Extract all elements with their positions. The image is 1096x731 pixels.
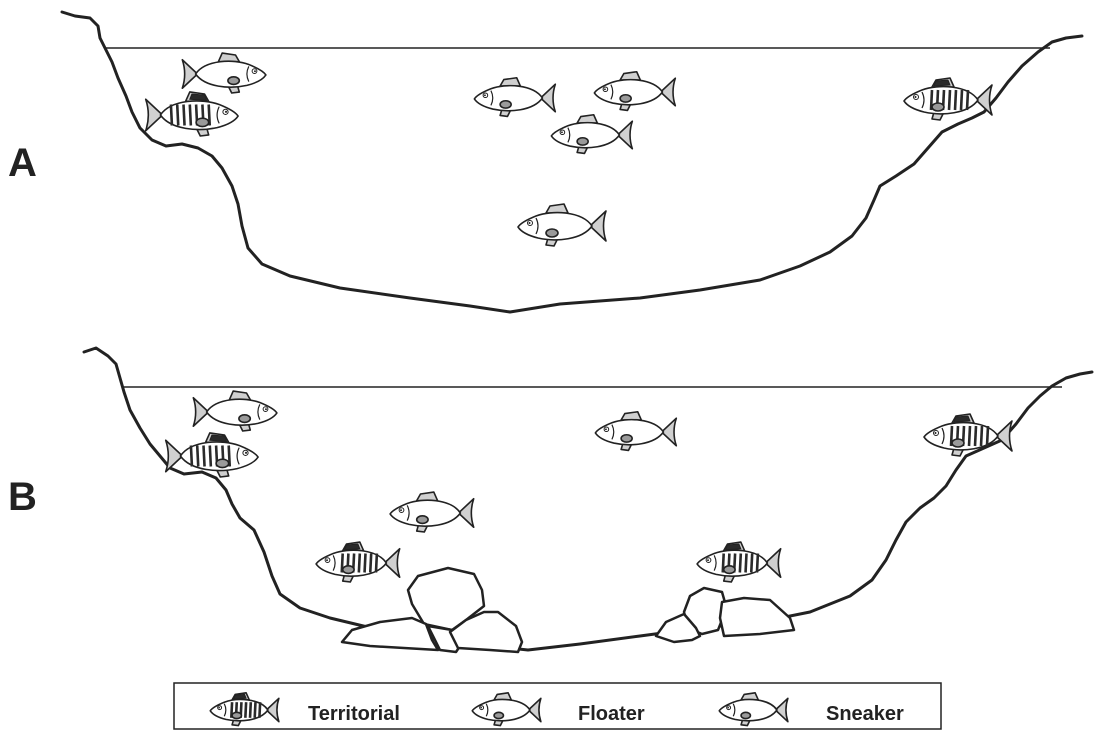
rock (718, 596, 796, 638)
panel-a: A (8, 10, 1084, 314)
sneaker-fish-icon (473, 76, 557, 118)
panel-b: B (8, 346, 1094, 654)
territorial-fish-icon (209, 692, 280, 727)
floater-fish-icon (192, 390, 278, 432)
panel-a-pond-bank (60, 10, 1084, 314)
legend-label-territorial: Territorial (308, 703, 400, 725)
panel-a-fish-group (144, 52, 993, 247)
sneaker-fish-icon (718, 692, 789, 727)
rock (448, 610, 524, 654)
panel-a-label: A (8, 141, 37, 185)
rock (406, 566, 486, 632)
legend: Territorial Floater Sneaker (173, 682, 942, 730)
rock (654, 612, 702, 644)
legend-box (173, 682, 942, 730)
panel-b-fish-group (164, 390, 1013, 583)
floater-fish-icon (471, 692, 542, 727)
territorial-fish-icon (903, 77, 993, 121)
panel-b-rocks (340, 566, 796, 654)
floater-fish-icon (181, 52, 267, 94)
territorial-fish-icon (164, 432, 259, 478)
panel-b-label: B (8, 475, 37, 519)
legend-label-floater: Floater (578, 703, 645, 725)
sneaker-fish-icon (550, 113, 634, 155)
sneaker-fish-icon (593, 70, 677, 112)
territorial-fish-icon (696, 541, 782, 583)
territorial-fish-icon (144, 91, 239, 137)
rock (340, 616, 440, 652)
sneaker-fish-icon (389, 491, 475, 533)
legend-label-sneaker: Sneaker (826, 703, 904, 725)
sneaker-fish-icon (594, 410, 678, 452)
legend-fish-group (209, 692, 789, 727)
territorial-fish-icon (315, 541, 401, 583)
territorial-fish-icon (923, 413, 1013, 457)
floater-fish-icon (517, 203, 607, 247)
